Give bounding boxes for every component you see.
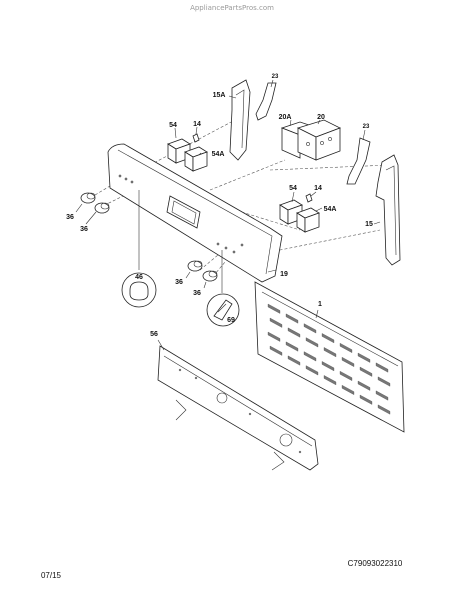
- louver-slot: [357, 352, 371, 363]
- label-20a: 20A: [279, 114, 292, 121]
- label-69: 69: [227, 317, 235, 324]
- louver-slot: [323, 375, 337, 386]
- louver-slot: [303, 323, 317, 334]
- label-23-top: 23: [272, 74, 279, 80]
- screw-14-right[interactable]: [305, 193, 313, 203]
- label-36-left-lower: 36: [80, 226, 88, 233]
- switch-54-upper[interactable]: [167, 138, 191, 164]
- label-1: 1: [318, 301, 322, 308]
- louver-slot: [377, 404, 391, 415]
- watermark-text: AppliancePartsPros.com: [190, 4, 274, 12]
- label-54a-upper: 54A: [212, 151, 225, 158]
- label-20: 20: [317, 114, 325, 121]
- louver-slot: [339, 370, 353, 381]
- screw-14-upper[interactable]: [192, 133, 200, 143]
- switch-54a-right[interactable]: [296, 207, 320, 233]
- louver-slot: [287, 355, 301, 366]
- leader-lines: [75, 79, 381, 351]
- knob-36-mid-right[interactable]: [202, 270, 218, 282]
- louver-slots: [267, 303, 391, 415]
- louver-slot: [339, 342, 353, 353]
- label-54-right: 54: [289, 185, 297, 192]
- louver-slot: [357, 380, 371, 391]
- label-36-mid-left: 36: [175, 279, 183, 286]
- end-bracket-left-15a[interactable]: [229, 79, 251, 161]
- label-23-right: 23: [363, 124, 370, 130]
- label-54a-right: 54A: [324, 206, 337, 213]
- switch-block-20[interactable]: [296, 119, 341, 161]
- louver-slot: [341, 356, 355, 367]
- louver-slot: [377, 376, 391, 387]
- louver-slot: [267, 331, 281, 342]
- label-54-upper: 54: [169, 122, 177, 129]
- label-15a: 15A: [213, 92, 226, 99]
- label-36-mid-right: 36: [193, 290, 201, 297]
- knob-36-left-upper[interactable]: [80, 192, 96, 204]
- louver-slot: [285, 341, 299, 352]
- label-15: 15: [365, 221, 373, 228]
- louver-slot: [269, 345, 283, 356]
- knob-36-mid-left[interactable]: [187, 260, 203, 272]
- louver-slot: [359, 366, 373, 377]
- spring-clip-23-top[interactable]: [255, 82, 277, 121]
- bracket-panel-56[interactable]: [157, 345, 319, 471]
- label-56: 56: [150, 331, 158, 338]
- callout-69: [206, 250, 240, 327]
- louver-slot: [359, 394, 373, 405]
- knob-36-left-lower[interactable]: [94, 202, 110, 214]
- louver-slot: [305, 365, 319, 376]
- louver-slot: [267, 303, 281, 314]
- louver-slot: [321, 333, 335, 344]
- end-bracket-right-15[interactable]: [375, 154, 401, 266]
- louver-slot: [375, 362, 389, 373]
- louver-slot: [375, 390, 389, 401]
- label-36-left-upper: 36: [66, 214, 74, 221]
- label-19: 19: [280, 271, 288, 278]
- spring-clip-23-right[interactable]: [346, 137, 371, 185]
- switch-54a-upper[interactable]: [184, 146, 208, 172]
- label-14-right: 14: [314, 185, 322, 192]
- louver-slot: [321, 361, 335, 372]
- louver-slot: [269, 317, 283, 328]
- callout-46: [121, 190, 157, 308]
- label-46: 46: [135, 274, 143, 281]
- drawing-id: C79093022310: [348, 559, 403, 568]
- rear-shield-1[interactable]: [254, 281, 405, 433]
- part-number-labels: 23 15A 54 14 54A 20A 20 23 36 36 54 14 5…: [66, 74, 373, 338]
- label-14-upper: 14: [193, 121, 201, 128]
- louver-slot: [287, 327, 301, 338]
- revision-date: 07/15: [41, 571, 62, 580]
- control-panel-19[interactable]: [107, 143, 283, 283]
- louver-slot: [341, 384, 355, 395]
- louver-slot: [303, 351, 317, 362]
- louver-slot: [285, 313, 299, 324]
- louver-slot: [323, 347, 337, 358]
- louver-slot: [305, 337, 319, 348]
